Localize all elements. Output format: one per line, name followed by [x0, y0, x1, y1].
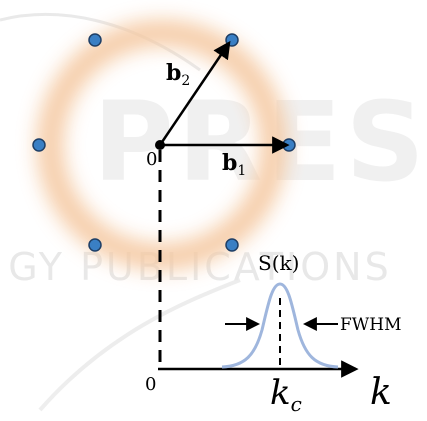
origin-label-bottom: 0 [145, 374, 156, 395]
lattice-point [225, 238, 239, 252]
watermark-swoosh-lower [38, 278, 241, 412]
sk-label: S(k) [258, 251, 299, 275]
vector-b2-arrow [158, 40, 231, 146]
vector-b1-label: b1 [222, 150, 246, 179]
origin-label-top: 0 [146, 149, 157, 170]
watermark-swoosh [0, 12, 201, 72]
origin-point [155, 140, 165, 150]
lattice-point [32, 138, 46, 152]
fwhm-label: FWHM [340, 315, 402, 335]
vector-b2-label: b2 [166, 60, 190, 89]
lattice-point [88, 238, 102, 252]
peak-curve [221, 282, 339, 369]
lattice-point [88, 33, 102, 47]
kc-label: kc [270, 373, 302, 416]
k-axis-label: k [370, 372, 392, 413]
